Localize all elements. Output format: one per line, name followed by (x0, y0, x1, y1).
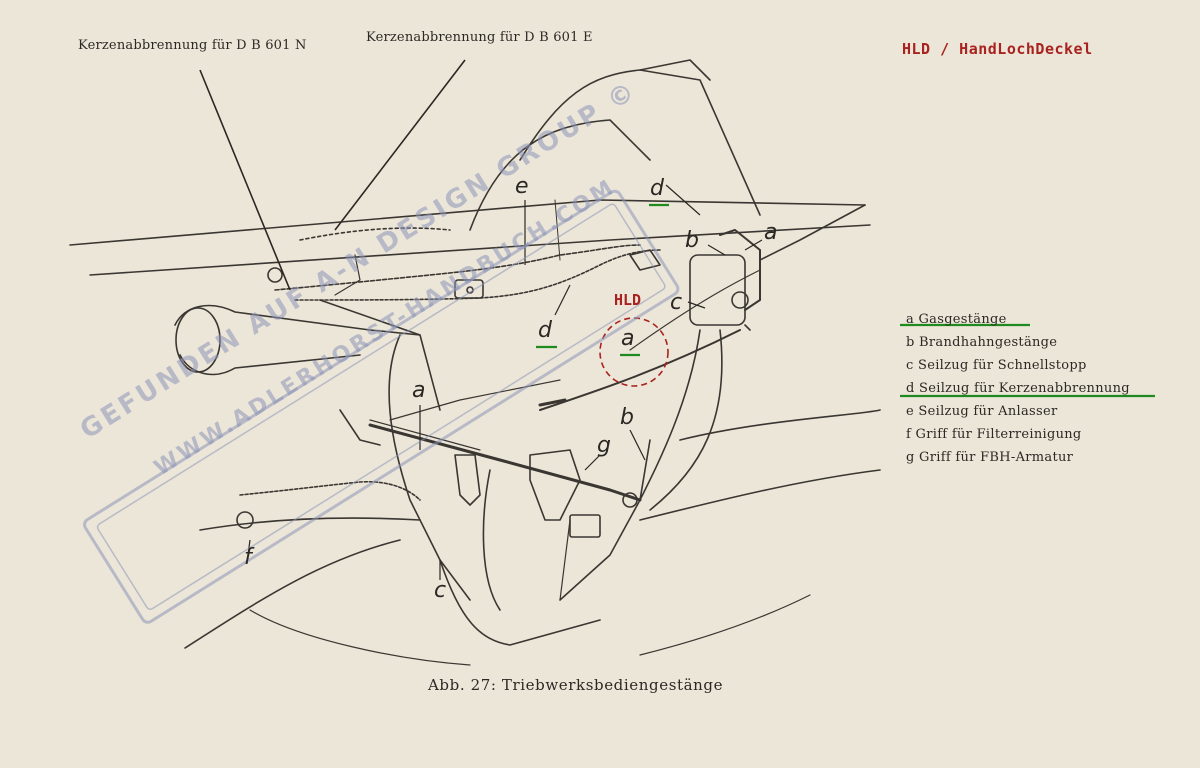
label-kerzenabbrennung-601n: Kerzenabbrennung für D B 601 N (78, 38, 307, 53)
legend-item-f: f Griff für Filterreinigung (906, 427, 1082, 442)
callout-d-mid: d (538, 318, 552, 343)
callout-f: f (244, 545, 252, 570)
watermark-stamp (83, 189, 680, 624)
legend-item-b: b Brandhahngestänge (906, 335, 1058, 350)
callout-a-left: a (412, 378, 426, 403)
callout-c-bottom: c (434, 578, 447, 603)
legend: a Gasgestänge b Brandhahngestänge c Seil… (906, 308, 1130, 469)
hld-circle (599, 317, 669, 387)
hld-mark: HLD (614, 291, 642, 309)
figure-caption: Abb. 27: Triebwerksbediengestänge (428, 676, 724, 694)
label-kerzenabbrennung-601e: Kerzenabbrennung für D B 601 E (366, 30, 593, 45)
callout-e: e (515, 174, 529, 199)
hld-title: HLD / HandLochDeckel (902, 40, 1093, 58)
legend-item-d: d Seilzug für Kerzenabbrennung (906, 381, 1130, 396)
legend-item-a: a Gasgestänge (906, 312, 1007, 327)
callout-d-top: d (650, 176, 664, 201)
callout-b-top: b (685, 228, 699, 253)
leader-601e (334, 59, 466, 231)
callout-c-top: c (670, 290, 683, 315)
callout-a-circled: a (621, 326, 635, 351)
callout-b-mid: b (620, 405, 634, 430)
legend-item-c: c Seilzug für Schnellstopp (906, 358, 1087, 373)
legend-item-e: e Seilzug für Anlasser (906, 404, 1058, 419)
callout-a-top: a (764, 220, 778, 245)
leader-601n (199, 69, 291, 291)
callout-g: g (597, 433, 611, 458)
legend-item-g: g Griff für FBH-Armatur (906, 450, 1074, 465)
